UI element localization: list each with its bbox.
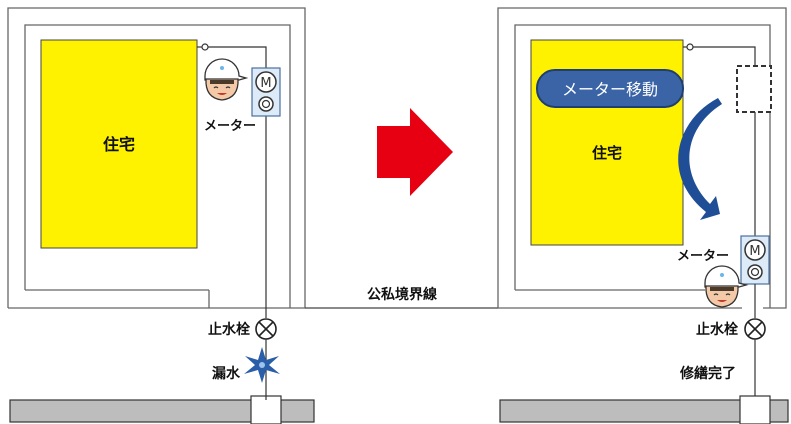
leak-label: 漏水: [212, 365, 241, 382]
right-lot-boundary: [497, 7, 787, 309]
faucet-point: [201, 43, 209, 51]
move-callout-text: メーター移動: [562, 80, 658, 99]
left-house: [40, 39, 198, 249]
right-stop-valve-icon: [744, 318, 766, 340]
left-panel: 住宅 メーター 止水栓 漏水: [7, 7, 315, 424]
left-road-main: [9, 399, 315, 423]
right-meter-icon: [740, 235, 770, 285]
left-stop-valve-label: 止水栓: [208, 321, 250, 338]
leak-burst-icon: [244, 347, 280, 383]
boundary-label: 公私境界線: [367, 286, 437, 303]
right-road-tap: [739, 395, 771, 424]
right-panel: 住宅 メーター移動 メーター 止水栓 修繕完了: [497, 7, 789, 424]
right-faucet-point: [686, 43, 694, 51]
right-worker-icon: [704, 265, 747, 308]
left-supply-pipe: [208, 46, 267, 68]
old-meter-position: [736, 65, 772, 113]
left-inner-wall: [24, 24, 291, 308]
left-road-tap: [250, 395, 282, 424]
left-meter-label: メーター: [204, 119, 256, 134]
left-worker-icon: [204, 58, 247, 101]
left-stop-valve-icon: [255, 318, 277, 340]
right-supply-pipe: [693, 46, 756, 236]
curved-arrow-icon: [678, 98, 722, 220]
right-road-main: [499, 399, 789, 423]
left-meter-icon: [251, 67, 281, 117]
right-house-label: 住宅: [592, 144, 622, 162]
right-meter-label: メーター: [677, 249, 729, 264]
right-inner-wall: [514, 24, 771, 308]
left-house-label: 住宅: [103, 135, 135, 154]
move-callout: [536, 69, 684, 108]
left-lot-boundary: [7, 7, 306, 309]
right-stop-valve-label: 止水栓: [696, 321, 738, 338]
right-arrow-icon: [377, 108, 453, 196]
repair-complete-label: 修繕完了: [679, 365, 736, 382]
